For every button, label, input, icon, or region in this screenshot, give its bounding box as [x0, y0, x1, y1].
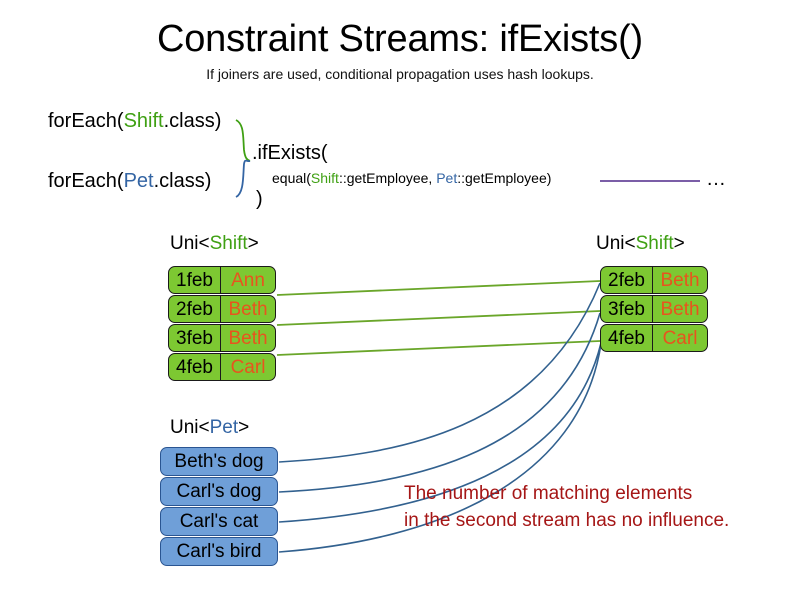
code-foreach-pet: forEach(Pet.class) [48, 170, 211, 193]
stream-header-prefix: Uni< [596, 233, 636, 254]
cell-date: 3feb [169, 325, 221, 351]
list-item: Carl's dog [160, 477, 278, 506]
code-close-paren: ) [256, 188, 263, 210]
cell-date: 2feb [169, 296, 221, 322]
match-line-2feb [276, 280, 601, 296]
cell-date: 1feb [169, 267, 221, 293]
code-ifexists: .ifExists( [252, 142, 328, 164]
stream-header-suffix: > [247, 233, 259, 254]
pet-line-carls-dog [278, 312, 601, 493]
cell-date: 4feb [601, 325, 653, 351]
pet-label: Carl's bird [176, 541, 262, 562]
stream-header-prefix: Uni< [170, 233, 210, 254]
table-row: 2feb Beth [168, 295, 276, 323]
pet-line-beths-dog [278, 282, 601, 463]
match-line-4feb [276, 340, 601, 356]
code-foreach-pet-type: Pet [123, 170, 154, 192]
pet-label: Carl's dog [176, 481, 262, 502]
table-row: 2feb Beth [600, 266, 708, 294]
code-foreach-shift-prefix: forEach( [48, 110, 124, 132]
cell-name: Ann [231, 269, 265, 291]
pet-label: Beth's dog [174, 451, 264, 472]
table-row: 4feb Carl [168, 353, 276, 381]
cell-name: Beth [660, 298, 700, 320]
brace-lower-pet [235, 159, 251, 198]
code-foreach-shift-type: Shift [123, 110, 164, 132]
cell-name: Carl [662, 327, 698, 349]
code-equal-shift-type: Shift [310, 170, 339, 186]
code-equal-joiner: equal(Shift::getEmployee, Pet::getEmploy… [272, 170, 551, 186]
match-line-3feb [276, 310, 601, 326]
list-item: Beth's dog [160, 447, 278, 476]
stream-header-pet: Uni<Pet> [170, 417, 249, 439]
joiner-connector-line [600, 180, 700, 182]
list-item: Carl's cat [160, 507, 278, 536]
cell-date: 3feb [601, 296, 653, 322]
cell-name: Beth [228, 298, 268, 320]
code-equal-pet-type: Pet [436, 170, 458, 186]
stream-header-type: Shift [209, 233, 248, 254]
stream-header-type: Shift [635, 233, 674, 254]
table-row: 1feb Ann [168, 266, 276, 294]
cell-name: Beth [660, 269, 700, 291]
pet-label: Carl's cat [179, 511, 259, 532]
cell-date: 2feb [601, 267, 653, 293]
stream-header-type: Pet [209, 417, 239, 438]
cell-name: Carl [230, 356, 266, 378]
code-foreach-shift-suffix: .class) [163, 110, 222, 132]
stream-header-prefix: Uni< [170, 417, 210, 438]
brace-upper-shift [235, 119, 251, 162]
stream-header-suffix: > [673, 233, 685, 254]
code-foreach-pet-prefix: forEach( [48, 170, 124, 192]
code-equal-mid: ::getEmployee, [338, 170, 437, 186]
table-row: 3feb Beth [168, 324, 276, 352]
code-foreach-pet-suffix: .class) [153, 170, 212, 192]
table-row: 4feb Carl [600, 324, 708, 352]
cell-date: 4feb [169, 354, 221, 380]
page-title: Constraint Streams: ifExists() [157, 18, 643, 60]
ellipsis-label: … [706, 168, 726, 190]
stream-header-suffix: > [238, 417, 250, 438]
stream-header-shift-left: Uni<Shift> [170, 233, 259, 255]
stream-header-shift-right: Uni<Shift> [596, 233, 685, 255]
code-equal-suffix: ::getEmployee) [457, 170, 552, 186]
table-row: 3feb Beth [600, 295, 708, 323]
page-subtitle: If joiners are used, conditional propaga… [206, 66, 594, 82]
cell-name: Beth [228, 327, 268, 349]
annotation-line-1: The number of matching elements [404, 483, 693, 504]
code-foreach-shift: forEach(Shift.class) [48, 110, 221, 133]
code-equal-prefix: equal( [272, 170, 311, 186]
list-item: Carl's bird [160, 537, 278, 566]
annotation-note: The number of matching elements in the s… [404, 481, 729, 535]
annotation-line-2: in the second stream has no influence. [404, 509, 730, 531]
